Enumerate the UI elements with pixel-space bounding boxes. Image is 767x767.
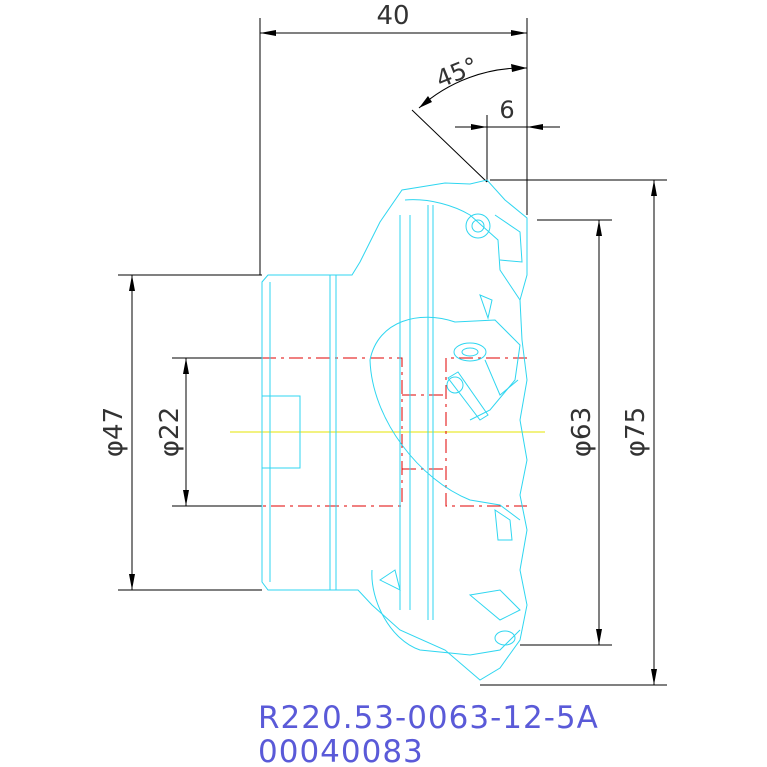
dimension-6: 6 <box>455 96 560 182</box>
part-number: 00040083 <box>258 734 424 767</box>
cutter-body-outline <box>261 179 528 681</box>
part-code: R220.53-0063-12-5A <box>258 700 599 736</box>
hidden-bore-lines <box>262 357 527 507</box>
dimension-dia-22-label: φ22 <box>155 407 185 457</box>
dimension-dia-75-label: φ75 <box>621 407 651 457</box>
dimension-45-label: 45° <box>432 52 482 94</box>
dimension-40-label: 40 <box>376 1 409 31</box>
dimension-dia-22: φ22 <box>155 357 262 507</box>
dimension-dia-63: φ63 <box>520 219 612 646</box>
dimension-6-label: 6 <box>499 96 514 124</box>
dimension-40: 40 <box>259 1 528 275</box>
dimension-dia-47: φ47 <box>99 274 262 591</box>
dimension-dia-63-label: φ63 <box>567 407 597 457</box>
dimension-dia-75: φ75 <box>480 179 667 686</box>
dimension-dia-47-label: φ47 <box>99 407 129 457</box>
